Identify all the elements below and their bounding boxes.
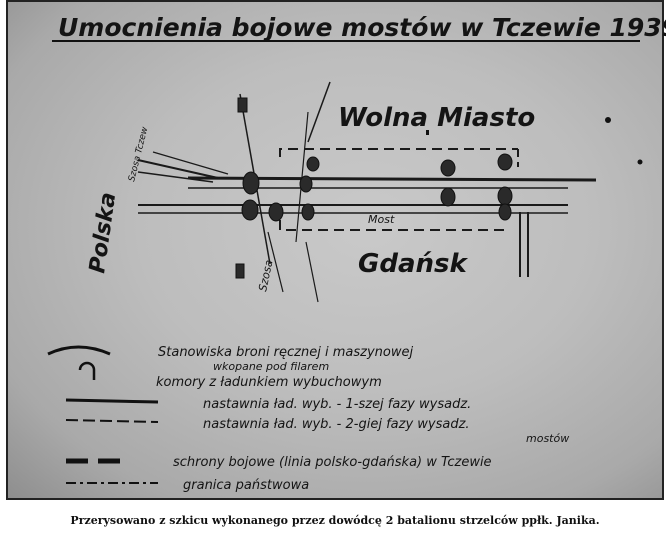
piers [235,97,513,279]
figure-caption: Przerysowano z szkicu wykonanego przez d… [70,514,600,527]
legend-line-5b: mostów [526,432,569,445]
legend-line-7: granica państwowa [183,478,309,493]
label-road-vertical: Szosa [256,258,275,292]
legend-line-3: komory z ładunkiem wybuchowym [156,375,382,390]
sketch-drawing: Umocnienia bojowe mostów w Tczewie 1939r… [47,13,666,493]
legend-line-5: nastawnia ład. wyb. - 2-giej fazy wysadz… [203,417,470,432]
sketch-title: Umocnienia bojowe mostów w Tczewie 1939r… [58,13,666,42]
legend-line-4: nastawnia ład. wyb. - 1-szej fazy wysadz… [203,397,471,412]
label-bridge: Most [368,213,395,226]
sketch-sheet: Umocnienia bojowe mostów w Tczewie 1939r… [6,0,666,500]
legend-line-6: schrony bojowe (linia polsko-gdańska) w … [173,455,492,470]
legend-symbols [47,345,159,484]
label-free-city: Wolna Miasto [338,103,535,133]
label-gdansk: Gdańsk [358,249,468,279]
legend-line-1: Stanowiska broni ręcznej i maszynowej [158,345,413,360]
legend-line-2: wkopane pod filarem [213,360,329,373]
label-road-left: Szosa Tczew [127,125,150,182]
label-poland: Polska [85,191,121,275]
marks [426,117,643,165]
